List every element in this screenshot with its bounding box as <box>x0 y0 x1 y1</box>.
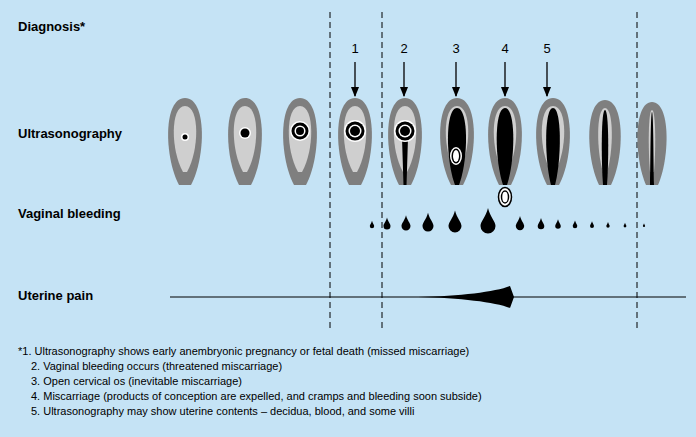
stage-divider <box>382 12 383 332</box>
stage-divider <box>637 12 638 332</box>
callout-number: 4 <box>501 42 508 57</box>
row-heading: Ultrasonography <box>18 127 122 142</box>
blood-drop <box>573 220 578 228</box>
row-heading: Vaginal bleeding <box>18 207 121 222</box>
uterus-scan <box>488 98 522 185</box>
callout-number: 2 <box>400 42 407 57</box>
pointer-arrow <box>354 62 355 96</box>
pain-intensity <box>418 286 514 308</box>
footnote: *1. Ultrasonography shows early anembryo… <box>18 345 469 358</box>
blood-drop <box>423 213 434 232</box>
blood-drop <box>516 216 524 230</box>
uterus-scan <box>637 102 666 185</box>
uterus-scan <box>168 98 202 185</box>
blood-drop <box>624 223 627 228</box>
blood-drop <box>590 221 594 228</box>
pointer-arrow <box>546 62 547 96</box>
blood-drop <box>370 221 374 228</box>
row-heading: Diagnosis* <box>18 20 85 35</box>
blood-drop <box>384 218 391 230</box>
footnote: 4. Miscarriage (products of conception a… <box>31 390 482 403</box>
blood-drop <box>449 210 462 232</box>
row-heading: Uterine pain <box>18 289 93 304</box>
uterus-scan <box>440 98 474 185</box>
stage-divider <box>330 12 331 332</box>
blood-drop <box>538 218 545 229</box>
expelled-sac <box>499 188 512 207</box>
pointer-arrow <box>455 62 456 96</box>
uterus-scan <box>388 98 422 185</box>
callout-number: 3 <box>452 42 459 57</box>
uterus-scan <box>536 98 570 185</box>
pointer-arrow <box>403 62 404 96</box>
uterus-scan <box>589 100 620 185</box>
callout-number: 5 <box>543 42 550 57</box>
footnote: 3. Open cervical os (inevitable miscarri… <box>31 375 242 388</box>
footnote: 2. Vaginal bleeding occurs (threatened m… <box>31 360 282 373</box>
callout-number: 1 <box>351 42 358 57</box>
pointer-arrow <box>504 62 505 96</box>
uterus-scan <box>228 98 262 185</box>
blood-drop <box>555 219 561 229</box>
uterus-scan <box>283 98 317 185</box>
footnote: 5. Ultrasonography may show uterine cont… <box>31 405 414 418</box>
blood-drop <box>606 222 609 228</box>
uterus-scan <box>338 98 372 185</box>
blood-drop <box>402 215 411 230</box>
blood-drop <box>643 223 645 227</box>
blood-drop <box>481 208 496 234</box>
